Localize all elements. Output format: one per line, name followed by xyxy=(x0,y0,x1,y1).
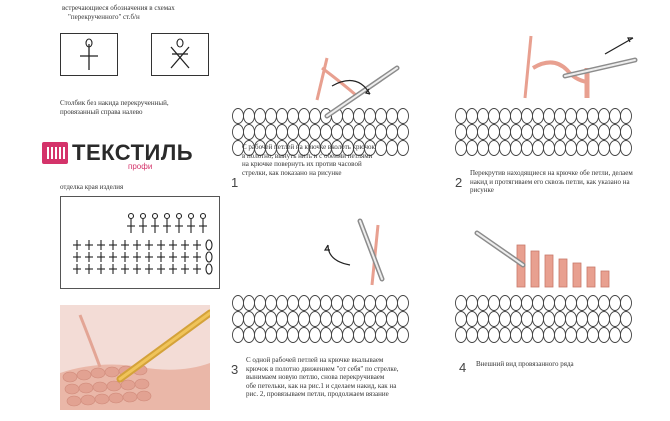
single-crochet-symbol xyxy=(193,264,201,274)
single-crochet-symbol xyxy=(145,264,153,274)
step1-illustration xyxy=(231,57,413,167)
single-crochet-symbol xyxy=(169,264,177,274)
logo-mark-icon xyxy=(42,142,68,164)
single-crochet-symbol xyxy=(157,252,165,262)
single-crochet-symbol xyxy=(193,252,201,262)
step4-illustration xyxy=(454,230,636,354)
single-crochet-symbol xyxy=(133,264,141,274)
single-crochet-symbol xyxy=(121,264,129,274)
caption-stitch-line1: Столбик без накида перекрученный, xyxy=(60,99,169,107)
crossed-stitch-symbol-icon xyxy=(170,38,190,69)
top-note: встречающиеся обозначения в схемах "пере… xyxy=(62,4,222,21)
single-crochet-symbol xyxy=(73,240,81,250)
single-crochet-symbol xyxy=(109,264,117,274)
step2-number: 2 xyxy=(455,175,463,190)
chain-turn-symbol xyxy=(205,251,213,263)
crossed-stitch-symbol-box xyxy=(151,33,209,76)
step2-line: Перекрутив находящиеся на крючке обе пет… xyxy=(470,169,633,177)
twisted-stitch-symbol xyxy=(187,212,195,233)
step4-text: Внешний вид провязанного ряда xyxy=(476,360,666,369)
caption-stitch: Столбик без накида перекрученный, провяз… xyxy=(60,99,220,116)
twisted-single-crochet-symbol-icon xyxy=(80,38,98,70)
caption-stitch-line2: провязанный справа налево xyxy=(60,107,143,116)
step2-text: Перекрутив находящиеся на крючке обе пет… xyxy=(470,169,670,195)
single-crochet-symbol xyxy=(181,252,189,262)
single-crochet-symbol xyxy=(193,240,201,250)
single-crochet-symbol xyxy=(145,252,153,262)
top-note-line1: встречающиеся обозначения в схемах xyxy=(62,4,175,12)
step3-text: С одной рабочей петлей на крючке вкалыва… xyxy=(246,356,446,399)
single-crochet-symbol xyxy=(73,252,81,262)
twisted-stitch-symbol xyxy=(163,212,171,233)
single-crochet-symbol xyxy=(157,240,165,250)
single-crochet-symbol xyxy=(97,240,105,250)
edge-chart-symbols xyxy=(73,212,213,275)
chain-turn-symbol xyxy=(205,239,213,251)
step2-illustration xyxy=(454,35,638,167)
step4-number: 4 xyxy=(459,360,467,375)
single-crochet-symbol xyxy=(109,252,117,262)
logo-name: ТЕКСТИЛЬ xyxy=(72,140,194,165)
single-crochet-symbol xyxy=(157,264,165,274)
sample-photo xyxy=(60,305,210,410)
chain-turn-symbol xyxy=(205,263,213,275)
single-crochet-symbol xyxy=(85,264,93,274)
step1-line: стрелки, как показано на рисунке xyxy=(242,168,342,177)
step1-line: в полотно, вынуть нить и с обеими петлям… xyxy=(242,151,373,160)
step1-line: на крючке повернуть их против часовой xyxy=(242,160,362,168)
single-crochet-symbol xyxy=(73,264,81,274)
single-crochet-symbol xyxy=(145,240,153,250)
single-crochet-symbol xyxy=(181,264,189,274)
single-crochet-symbol xyxy=(121,252,129,262)
single-crochet-symbol xyxy=(85,240,93,250)
step3-line: вынимаем новую петлю, снова перекручивае… xyxy=(246,373,385,381)
logo-sub: профи xyxy=(128,162,153,171)
single-crochet-symbol xyxy=(181,240,189,250)
twisted-stitch-symbol xyxy=(199,212,207,233)
step2-line: рисунке xyxy=(470,186,494,194)
step3-number: 3 xyxy=(231,362,239,377)
single-crochet-symbol xyxy=(121,240,129,250)
step3-line: рис. 2, провязываем петли, продолжаем вя… xyxy=(246,390,389,398)
edge-title: отделка края изделия xyxy=(60,183,124,191)
twisted-stitch-symbol xyxy=(127,212,135,233)
twisted-stitch-symbol xyxy=(151,212,159,233)
twisted-stitch-symbol xyxy=(175,212,183,233)
step1-number: 1 xyxy=(231,175,239,190)
single-crochet-symbol xyxy=(109,240,117,250)
step3-line: крючок в полотно движением "от себя" по … xyxy=(246,364,399,373)
top-note-line2: "перекрученного" ст.б/н xyxy=(68,12,140,21)
single-crochet-symbol xyxy=(169,240,177,250)
crochet-sample-image xyxy=(60,305,210,410)
single-crochet-symbol xyxy=(97,252,105,262)
single-crochet-symbol xyxy=(85,252,93,262)
single-crochet-symbol xyxy=(133,252,141,262)
single-crochet-symbol xyxy=(169,252,177,262)
step1-line: С рабочей петлей на крючке вколоть крючо… xyxy=(242,143,375,151)
single-crochet-symbol xyxy=(97,264,105,274)
twisted-stitch-symbol xyxy=(139,212,147,233)
twisted-single-crochet-symbol-box xyxy=(60,33,118,76)
step3-line: С одной рабочей петлей на крючке вкалыва… xyxy=(246,356,384,364)
step1-text: С рабочей петлей на крючке вколоть крючо… xyxy=(242,143,442,177)
edge-chart xyxy=(60,196,220,289)
textile-logo: ТЕКСТИЛЬ профи xyxy=(42,140,202,171)
step3-line: обе петельки, как на рис.1 и сделаем нак… xyxy=(246,381,397,390)
step3-illustration xyxy=(231,218,413,354)
step2-line: накид и протягиваем его сквозь петли, ка… xyxy=(470,177,630,186)
step4-line: Внешний вид провязанного ряда xyxy=(476,360,574,368)
single-crochet-symbol xyxy=(133,240,141,250)
